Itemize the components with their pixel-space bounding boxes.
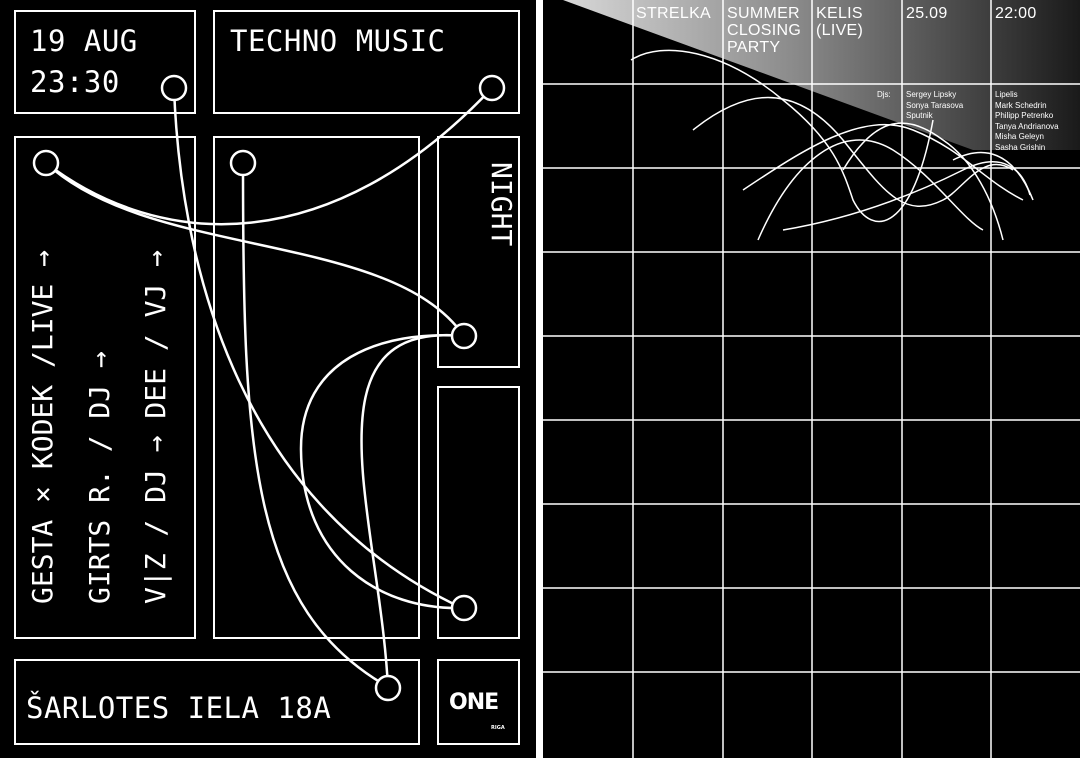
header-strelka: STRELKA <box>636 5 712 22</box>
header-date: 25.09 <box>906 5 948 22</box>
dj-sergey-lipsky: Sergey Lipsky <box>906 90 957 99</box>
logo-box <box>437 659 520 745</box>
empty-box <box>437 386 520 639</box>
header-time: 22:00 <box>995 5 1037 22</box>
djs-label: Djs: <box>877 90 891 99</box>
dj-lipelis: Lipelis <box>995 90 1018 99</box>
dj-sonya-tarasova: Sonya Tarasova <box>906 100 964 110</box>
dj-tanya-andrianova: Tanya Andrianova <box>995 121 1059 131</box>
poster-strelka: STRELKA SUMMER CLOSING PARTY KELIS (LIVE… <box>543 0 1080 758</box>
date-text: 19 AUG <box>30 24 138 58</box>
poster-one-riga: 19 AUG 23:30 TECHNO MUSIC GESTA × KODEK … <box>0 0 536 758</box>
genre-box <box>213 10 520 114</box>
dj-sputnik: Sputnik <box>906 111 933 120</box>
center-box <box>213 136 420 639</box>
header-summer-closing-party: SUMMER CLOSING PARTY <box>727 5 802 56</box>
header-kelis: KELIS (LIVE) <box>816 5 864 39</box>
genre-text: TECHNO MUSIC <box>230 24 446 58</box>
date-box <box>14 10 196 114</box>
dj-misha-geleyn: Misha Geleyn <box>995 132 1044 141</box>
address-text: ŠARLOTES IELA 18A <box>26 691 332 725</box>
time-text: 23:30 <box>30 65 120 99</box>
dj-sasha-grishin: Sasha Grishin <box>995 142 1046 152</box>
dj-mark-schedrin: Mark Schedrin <box>995 100 1047 110</box>
address-box <box>14 659 420 745</box>
one-logo: ONE <box>449 690 499 715</box>
connector-lines <box>32 74 506 702</box>
riga-logo-text: RIGA <box>491 725 505 731</box>
lineup-box <box>14 136 196 639</box>
dj-philipp-petrenko: Philipp Petrenko <box>995 111 1054 120</box>
night-box <box>437 136 520 368</box>
grid-and-waves <box>543 0 1080 758</box>
